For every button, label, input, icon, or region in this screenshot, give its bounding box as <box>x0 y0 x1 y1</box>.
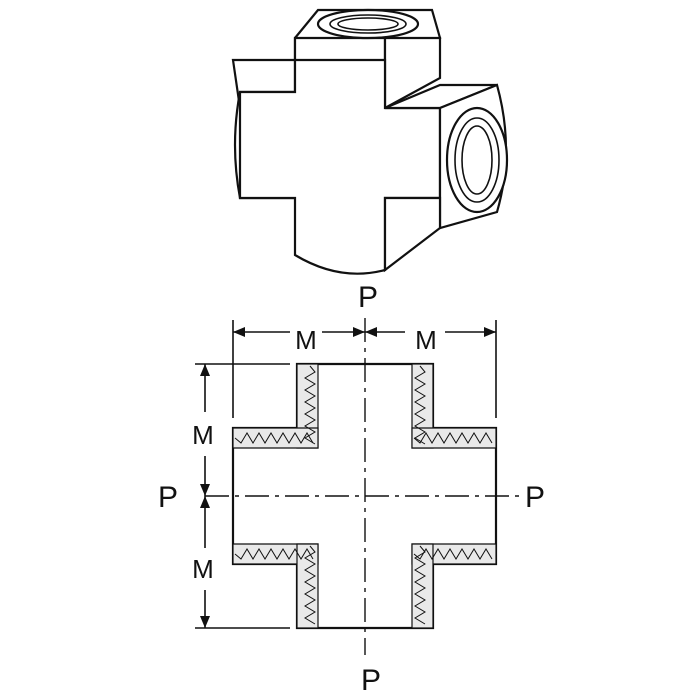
thread-tooth-line <box>304 365 316 445</box>
dim-label-top-left: M <box>295 325 317 355</box>
thread-left-upper <box>232 427 319 449</box>
port-label-top: P <box>358 281 378 314</box>
arrow-top-left-out <box>233 327 245 337</box>
thread-teeth <box>234 365 493 625</box>
isometric-cross-fitting <box>231 8 509 275</box>
right-port-opening <box>445 106 509 214</box>
top-port-thread <box>329 14 407 34</box>
right-port-thread-inner <box>461 125 493 195</box>
dim-label-top-right: M <box>415 325 437 355</box>
right-port-thread <box>454 117 500 203</box>
port-label-left: P <box>158 481 178 514</box>
arrow-left-lower-out <box>200 616 210 628</box>
port-label-right: P <box>525 481 545 514</box>
thread-tooth-line <box>414 365 426 445</box>
lower-right-block <box>383 196 442 273</box>
arrow-top-right-in <box>365 327 377 337</box>
arrow-top-right-out <box>484 327 496 337</box>
top-port-thread-inner <box>337 17 399 31</box>
arrow-left-lower-in <box>200 496 210 508</box>
thread-tooth-line <box>234 548 314 560</box>
port-label-bottom: P <box>361 664 381 697</box>
dim-label-left-upper: M <box>192 420 214 450</box>
arrow-top-left-in <box>353 327 365 337</box>
dim-label-left-lower: M <box>192 554 214 584</box>
thread-tooth-line <box>413 432 493 444</box>
section-view <box>195 318 520 655</box>
arrow-left-upper-out <box>200 364 210 376</box>
thread-tooth-line <box>414 545 426 625</box>
arrow-left-upper-in <box>200 484 210 496</box>
thread-tooth-line <box>413 548 493 560</box>
thread-tooth-line <box>304 545 316 625</box>
thread-right-upper <box>411 427 497 449</box>
thread-tooth-line <box>234 432 314 444</box>
